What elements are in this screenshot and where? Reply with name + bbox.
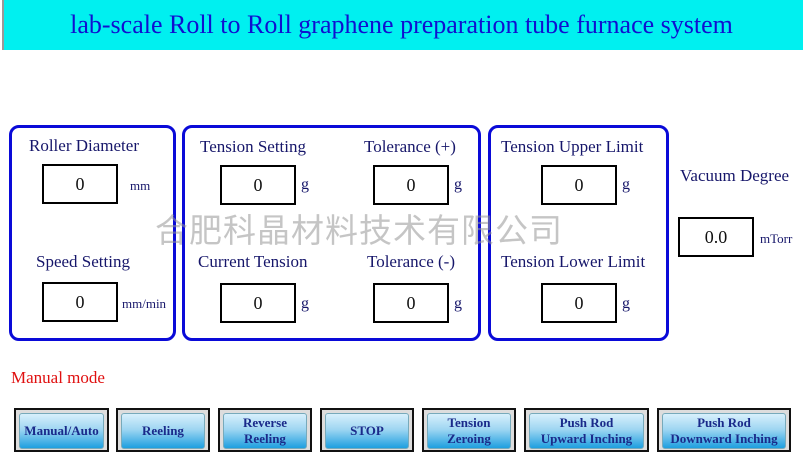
limit-panel	[488, 125, 669, 341]
speed-setting-label: Speed Setting	[36, 252, 130, 271]
vacuum-unit: mTorr	[760, 231, 793, 246]
tension-setting-input[interactable]: 0	[220, 165, 296, 205]
tension-panel	[182, 125, 481, 341]
lower-limit-unit: g	[622, 295, 630, 312]
manual-auto-button[interactable]: Manual/Auto	[14, 408, 109, 452]
roller-diameter-label: Roller Diameter	[29, 136, 139, 155]
tolerance-minus-input[interactable]: 0	[373, 283, 449, 323]
tolerance-plus-label: Tolerance (+)	[364, 137, 456, 156]
page-title: lab-scale Roll to Roll graphene preparat…	[70, 10, 733, 39]
roller-diameter-unit: mm	[130, 178, 151, 193]
button-label: Manual/Auto	[19, 413, 104, 449]
header-bar	[2, 0, 803, 50]
tolerance-plus-input[interactable]: 0	[373, 165, 449, 205]
mode-status: Manual mode	[11, 368, 105, 387]
tension-setting-unit: g	[301, 176, 309, 193]
speed-unit: mm/min	[122, 296, 167, 311]
vacuum-display: 0.0	[678, 217, 754, 257]
roller-panel	[9, 125, 176, 341]
speed-setting-input[interactable]: 0	[42, 282, 118, 322]
lower-limit-label: Tension Lower Limit	[501, 252, 646, 271]
watermark: 合肥科晶材料技术有限公司	[155, 211, 563, 250]
tension-setting-label: Tension Setting	[200, 137, 307, 156]
upper-limit-unit: g	[622, 176, 630, 193]
current-tension-label: Current Tension	[198, 252, 308, 271]
reeling-button[interactable]: Reeling	[116, 408, 210, 452]
current-tension-display: 0	[220, 283, 296, 323]
vacuum-label: Vacuum Degree	[680, 166, 790, 185]
upper-limit-input[interactable]: 0	[541, 165, 617, 205]
current-tension-unit: g	[301, 295, 309, 312]
tolerance-minus-unit: g	[454, 295, 462, 312]
tolerance-plus-unit: g	[454, 176, 462, 193]
roller-diameter-input[interactable]: 0	[42, 164, 118, 204]
stop-button[interactable]: STOP	[320, 408, 414, 452]
button-label: Reeling	[121, 413, 205, 449]
upper-limit-label: Tension Upper Limit	[501, 137, 644, 156]
tolerance-minus-label: Tolerance (-)	[367, 252, 455, 271]
button-label: STOP	[325, 413, 409, 449]
lower-limit-input[interactable]: 0	[541, 283, 617, 323]
